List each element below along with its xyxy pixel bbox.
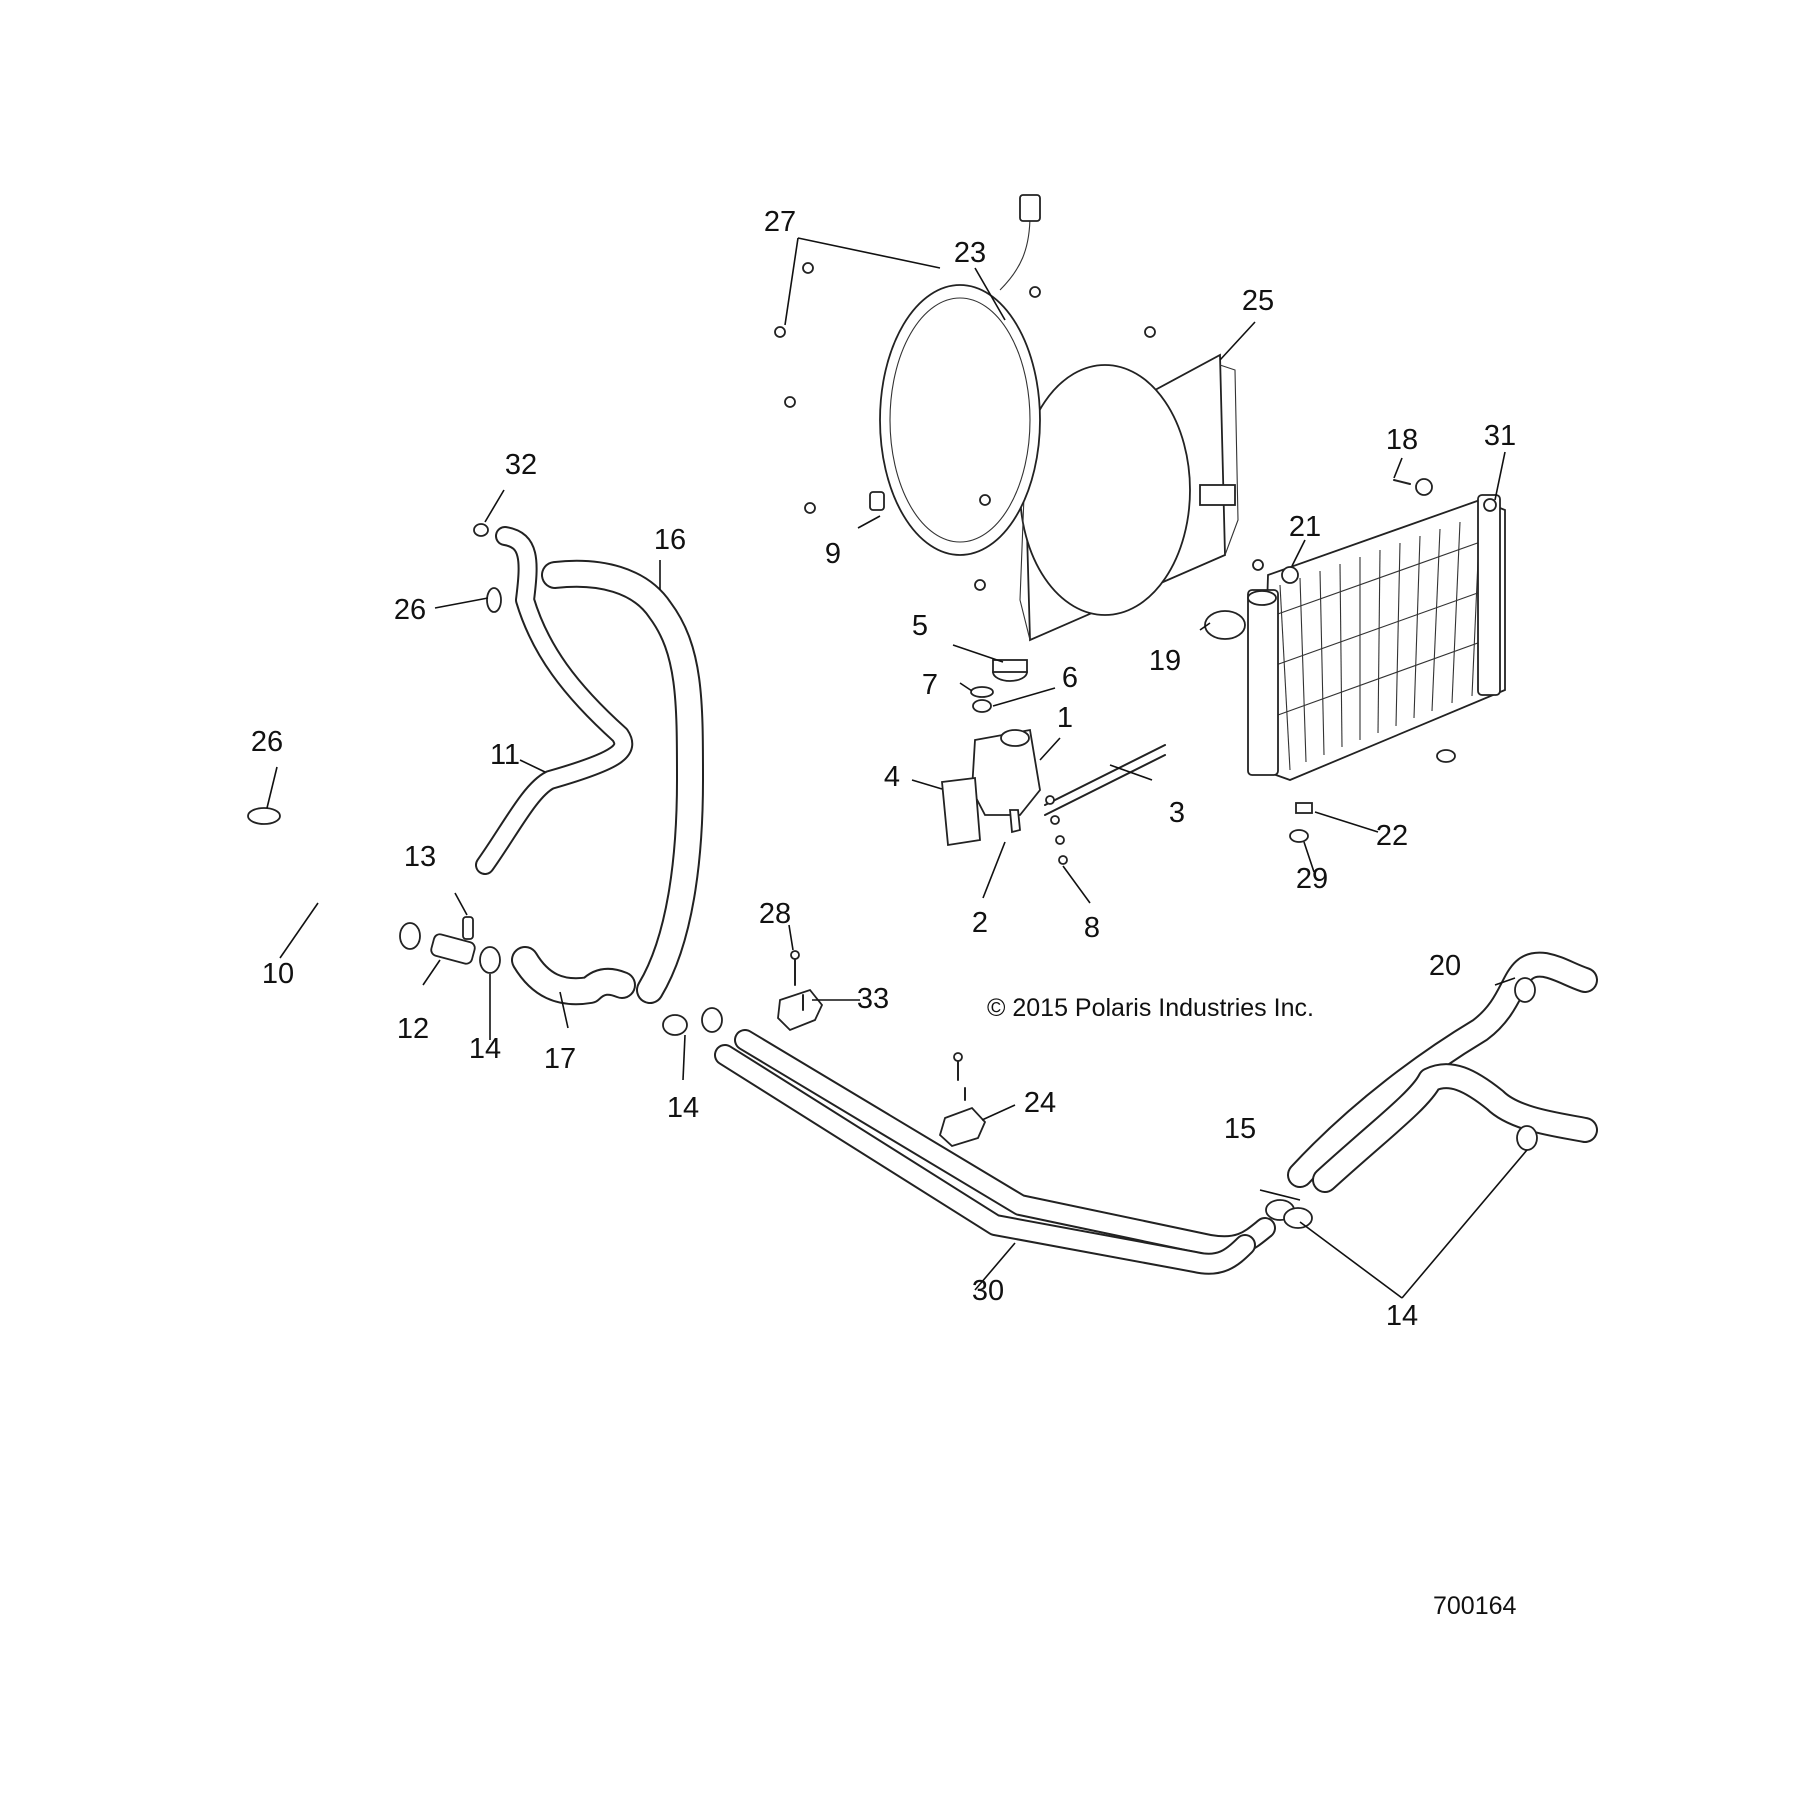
radiator-bushing xyxy=(1281,566,1299,584)
fan-connector xyxy=(1019,194,1041,222)
callout-19: 19 xyxy=(1149,645,1181,677)
radiator-left-tank xyxy=(1247,589,1279,776)
callout-14c: 14 xyxy=(1386,1300,1418,1332)
callout-31: 31 xyxy=(1484,420,1516,452)
callout-18: 18 xyxy=(1386,424,1418,456)
callout-13: 13 xyxy=(404,841,436,873)
radiator-hardware xyxy=(1204,478,1456,843)
fan-ring xyxy=(879,284,1041,556)
leader-lines xyxy=(266,237,1528,1299)
callout-32: 32 xyxy=(505,449,537,481)
callout-17: 17 xyxy=(544,1043,576,1075)
hose-clamps xyxy=(247,523,1538,1229)
callout-23: 23 xyxy=(954,237,986,269)
callout-11: 11 xyxy=(490,739,520,771)
callout-20: 20 xyxy=(1429,950,1461,982)
hose-17 xyxy=(511,946,636,1006)
fan-screws xyxy=(774,262,1156,591)
callout-12: 12 xyxy=(397,1013,429,1045)
callout-9: 9 xyxy=(825,538,841,570)
radiator-right-tank xyxy=(1477,494,1501,696)
hose-11 xyxy=(475,526,634,875)
reservoir-bracket xyxy=(941,776,981,847)
callout-4: 4 xyxy=(884,761,900,793)
fan-assembly xyxy=(879,194,1041,556)
callout-5: 5 xyxy=(912,610,928,642)
bracket-24 xyxy=(938,1106,987,1148)
callout-30: 30 xyxy=(972,1275,1004,1307)
callout-26b: 26 xyxy=(251,726,283,758)
radiator-cap xyxy=(1204,610,1246,640)
reservoir-insert xyxy=(972,699,992,713)
clamp-26-lower xyxy=(247,807,281,825)
hose-10 xyxy=(250,832,386,956)
callout-22: 22 xyxy=(1376,820,1408,852)
callout-7: 7 xyxy=(922,669,938,701)
hose-16 xyxy=(541,559,704,1004)
reservoir-fitting xyxy=(1009,809,1021,834)
reservoir-gasket xyxy=(970,686,994,698)
shroud-opening xyxy=(1019,364,1191,616)
callout-3: 3 xyxy=(1169,797,1185,829)
reservoir-neck xyxy=(1000,729,1030,747)
callout-29: 29 xyxy=(1296,863,1328,895)
fan-wire-harness xyxy=(999,214,1031,291)
copyright-notice: © 2015 Polaris Industries Inc. xyxy=(987,994,1314,1022)
overflow-tube xyxy=(1044,744,1166,806)
callout-8: 8 xyxy=(1084,912,1100,944)
radiator xyxy=(1247,494,1506,781)
callout-26a: 26 xyxy=(394,594,426,626)
hose-15-20 xyxy=(1287,951,1598,1193)
clamp-32 xyxy=(473,523,489,537)
radiator-filler-neck xyxy=(1247,590,1277,606)
radiator-mount-bushing xyxy=(1415,478,1433,496)
temp-sensor xyxy=(1295,802,1313,814)
callout-6: 6 xyxy=(1062,662,1078,694)
callout-24: 24 xyxy=(1024,1087,1056,1119)
tee-fitting xyxy=(430,916,476,965)
bracket-33 xyxy=(777,988,824,1032)
drawing-number: 700164 xyxy=(1433,1592,1517,1620)
drain-plug xyxy=(1289,829,1309,843)
clamp-26-upper xyxy=(486,587,502,613)
callout-21: 21 xyxy=(1289,511,1321,543)
callout-28: 28 xyxy=(759,898,791,930)
callout-14a: 14 xyxy=(469,1033,501,1065)
callout-25: 25 xyxy=(1242,285,1274,317)
fan-grommet xyxy=(869,491,885,511)
callout-27: 27 xyxy=(764,206,796,238)
fan-shroud xyxy=(1019,353,1239,642)
callout-15: 15 xyxy=(1224,1113,1256,1145)
callout-10: 10 xyxy=(262,958,294,990)
callout-33: 33 xyxy=(857,983,889,1015)
callouts: 1 2 3 4 5 6 7 8 9 10 11 12 13 14 14 14 1… xyxy=(251,206,1517,1620)
coolant-tubes xyxy=(714,1029,1276,1275)
tube-brackets xyxy=(777,950,987,1148)
callout-2: 2 xyxy=(972,907,988,939)
callout-16: 16 xyxy=(654,524,686,556)
callout-14b: 14 xyxy=(667,1092,699,1124)
callout-1: 1 xyxy=(1057,702,1073,734)
coolant-reservoir xyxy=(941,659,1166,865)
